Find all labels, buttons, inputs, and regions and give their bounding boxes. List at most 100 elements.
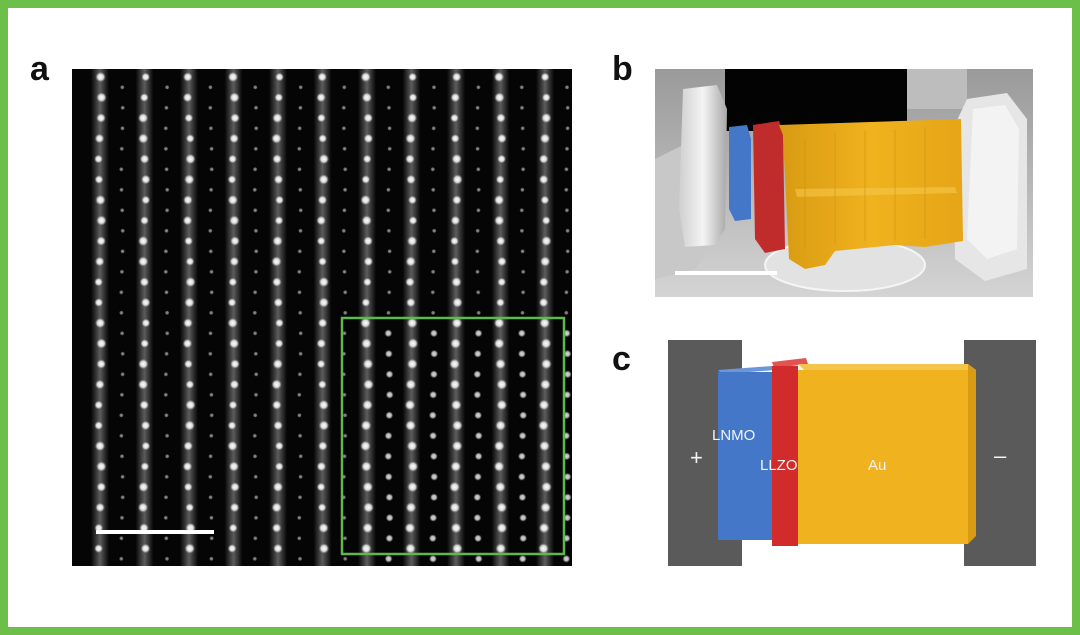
plus-sign: +	[690, 445, 703, 470]
lattice-atom	[450, 257, 460, 266]
lattice-atom-minor	[298, 330, 304, 336]
minus-sign: –	[994, 443, 1007, 468]
lattice-atom-minor	[429, 390, 438, 399]
lattice-atom	[274, 318, 284, 328]
lattice-atom	[185, 257, 195, 266]
lattice-atom-minor	[252, 330, 258, 336]
lattice-atom	[540, 195, 550, 205]
lattice-atom-minor	[253, 494, 259, 500]
lattice-atom	[362, 154, 372, 164]
lattice-atom-minor	[298, 474, 303, 480]
lattice-atom	[360, 440, 371, 452]
lattice-atom-minor	[474, 534, 482, 543]
lattice-atom	[272, 112, 283, 124]
lattice-atom	[540, 461, 552, 472]
lattice-atom-minor	[342, 310, 348, 316]
lattice-atom	[363, 256, 374, 267]
lattice-atom	[137, 502, 149, 513]
lattice-atom-minor	[209, 392, 214, 398]
lattice-atom	[141, 195, 151, 205]
lattice-atom	[184, 236, 194, 246]
lattice-atom-minor	[430, 269, 436, 275]
lattice-atom-minor	[431, 105, 437, 111]
lattice-atom	[271, 400, 282, 410]
schematic-au-top	[798, 364, 976, 370]
lattice-atom	[318, 420, 330, 431]
lattice-atom-minor	[564, 166, 569, 172]
lattice-atom	[318, 134, 328, 143]
label-llzo: LLZO	[760, 457, 798, 474]
lattice-atom-minor	[563, 187, 569, 193]
lattice-atom-minor	[164, 433, 170, 439]
lattice-atom-minor	[563, 370, 572, 379]
lattice-atom	[538, 420, 549, 431]
lattice-atom	[362, 522, 374, 534]
lattice-atom	[538, 543, 549, 554]
lattice-atom	[137, 112, 149, 124]
lattice-atom-minor	[518, 554, 527, 563]
lattice-atom	[228, 154, 238, 164]
lattice-atom	[316, 482, 326, 492]
lattice-atom-minor	[431, 228, 437, 234]
lattice-atom	[361, 298, 371, 307]
lattice-atom	[450, 134, 460, 143]
lattice-atom	[541, 481, 552, 493]
lattice-atom-minor	[518, 370, 527, 379]
lattice-atom	[362, 481, 374, 493]
highlight-box	[340, 316, 566, 556]
lattice-atom-minor	[385, 534, 394, 543]
lattice-atom	[96, 215, 107, 226]
label-lnmo: LNMO	[712, 427, 756, 444]
lattice-atom-minor	[209, 146, 215, 152]
lattice-atom	[185, 380, 195, 389]
lattice-atom	[140, 462, 150, 471]
lattice-atom-minor	[429, 554, 437, 563]
lattice-atom	[273, 543, 283, 554]
lattice-atom-minor	[207, 228, 213, 234]
lattice-atom	[316, 92, 326, 103]
lattice-atom	[96, 113, 106, 123]
lattice-atom	[273, 297, 284, 308]
lattice-atom	[361, 175, 371, 184]
lattice-atom-minor	[385, 207, 391, 213]
lattice-atom-minor	[163, 515, 169, 521]
lattice-atom-minor	[430, 166, 436, 172]
lattice-atom	[183, 359, 193, 369]
lattice-atom	[229, 256, 240, 267]
lattice-atom-minor	[163, 125, 169, 131]
lattice-atom	[272, 481, 284, 493]
schematic-au-side	[968, 364, 976, 544]
lattice-atom	[184, 174, 195, 185]
lattice-atom-minor	[209, 535, 215, 541]
lattice-atom	[317, 318, 328, 328]
lattice-atom	[539, 256, 551, 267]
lattice-svg	[91, 69, 572, 566]
lattice-atom	[316, 236, 326, 246]
lattice-atom-minor	[297, 556, 303, 562]
lattice-atom-minor	[252, 453, 258, 459]
lattice-atom-minor	[520, 125, 526, 131]
lattice-atom-minor	[297, 371, 303, 377]
lattice-atom-minor	[252, 433, 258, 439]
lattice-atom	[496, 379, 508, 390]
lattice-atom-minor	[563, 513, 572, 522]
lattice-atom	[540, 502, 552, 513]
lattice-atom-minor	[164, 351, 169, 357]
lattice-atom	[450, 522, 462, 534]
lattice-atom-minor	[342, 207, 347, 213]
lattice-atom-minor	[164, 330, 170, 336]
lattice-atom	[318, 153, 330, 165]
lattice-atom	[273, 420, 283, 431]
lattice-stripe	[91, 69, 109, 566]
lattice-atom-minor	[431, 125, 437, 131]
lattice-atom-minor	[209, 269, 214, 275]
lattice-atom	[182, 215, 193, 226]
lattice-atom	[317, 441, 328, 451]
lattice-atom-minor	[297, 125, 303, 131]
lattice-stripe	[135, 69, 154, 566]
lattice-atom	[493, 440, 505, 452]
lattice-atom	[451, 317, 463, 329]
lattice-atom	[318, 399, 329, 411]
lattice-atom-minor	[473, 390, 482, 399]
lattice-atom-minor	[252, 187, 258, 193]
